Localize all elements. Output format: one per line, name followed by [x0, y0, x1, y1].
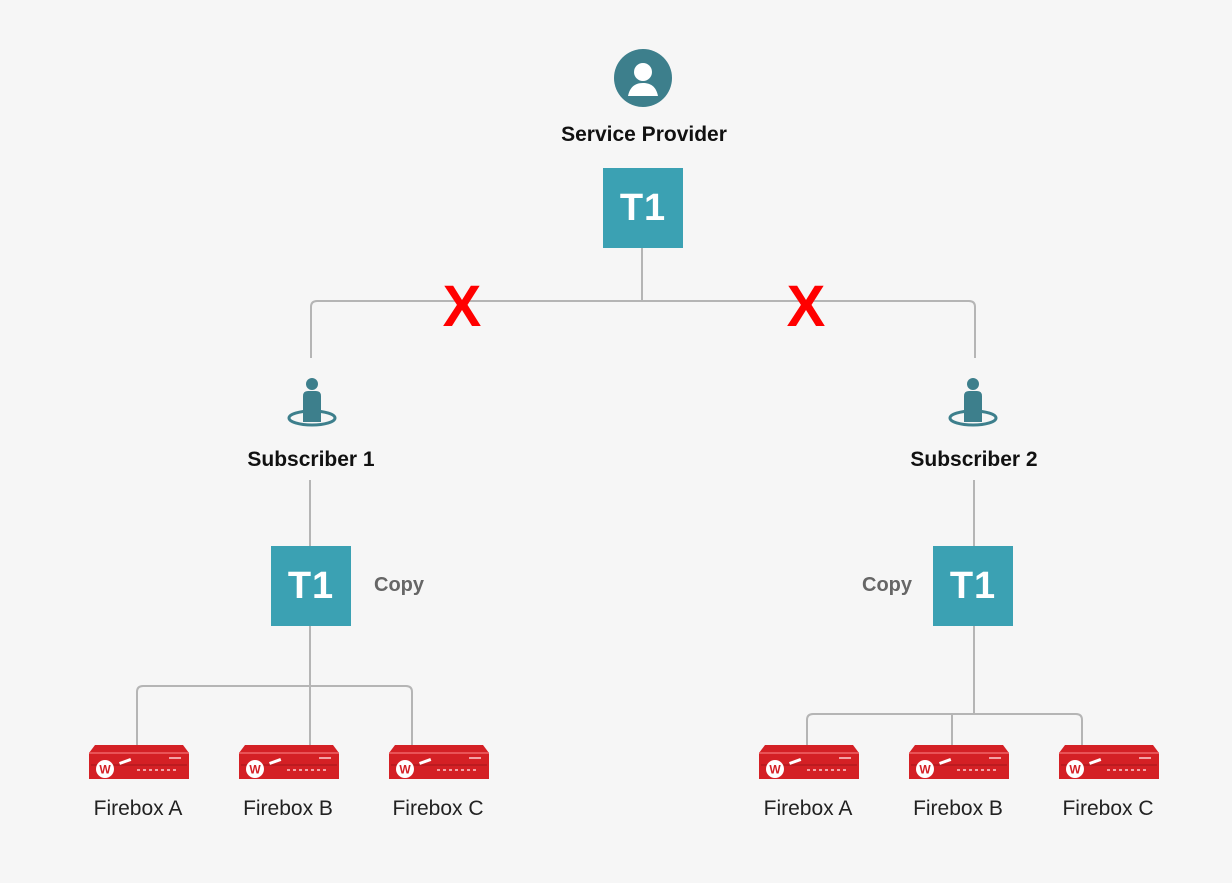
firebox-label: Firebox C	[1062, 797, 1154, 820]
firebox-device-icon[interactable]: W	[759, 745, 859, 786]
blocked-x-right: X	[786, 274, 826, 339]
subscriber-2-template-box[interactable]: T1	[933, 546, 1013, 626]
svg-text:W: W	[99, 763, 111, 777]
firebox-device-icon[interactable]: W	[239, 745, 339, 786]
connector-provider-branch	[310, 300, 976, 358]
firebox-device-icon[interactable]: W	[909, 745, 1009, 786]
firebox-label: Firebox B	[913, 797, 1003, 820]
firebox-device-icon[interactable]: W	[389, 745, 489, 786]
svg-text:W: W	[399, 763, 411, 777]
svg-text:W: W	[1069, 763, 1081, 777]
subscriber-2-icon	[948, 378, 998, 427]
blocked-x-left: X	[442, 274, 482, 339]
subscriber-1-copy-label: Copy	[374, 574, 424, 596]
svg-text:W: W	[249, 763, 261, 777]
svg-text:W: W	[919, 763, 931, 777]
firebox-device-icon[interactable]: W	[1059, 745, 1159, 786]
subscriber-2-label: Subscriber 2	[910, 448, 1038, 471]
firebox-label: Firebox A	[763, 797, 853, 820]
provider-label: Service Provider	[561, 123, 727, 146]
user-circle-icon	[614, 49, 672, 107]
subscriber-1-template-box[interactable]: T1	[271, 546, 351, 626]
firebox-label: Firebox C	[392, 797, 484, 820]
provider-template-box[interactable]: T1	[603, 168, 683, 248]
svg-text:W: W	[769, 763, 781, 777]
firebox-device-icon[interactable]: W	[89, 745, 189, 786]
subscriber-2-copy-label: Copy	[862, 574, 912, 596]
subscriber-1-icon	[287, 378, 337, 427]
connector-sub1-branch	[136, 685, 413, 745]
firebox-label: Firebox B	[243, 797, 333, 820]
subscriber-1-label: Subscriber 1	[247, 448, 375, 471]
firebox-label: Firebox A	[93, 797, 183, 820]
connector-sub2-branch	[806, 713, 1083, 745]
